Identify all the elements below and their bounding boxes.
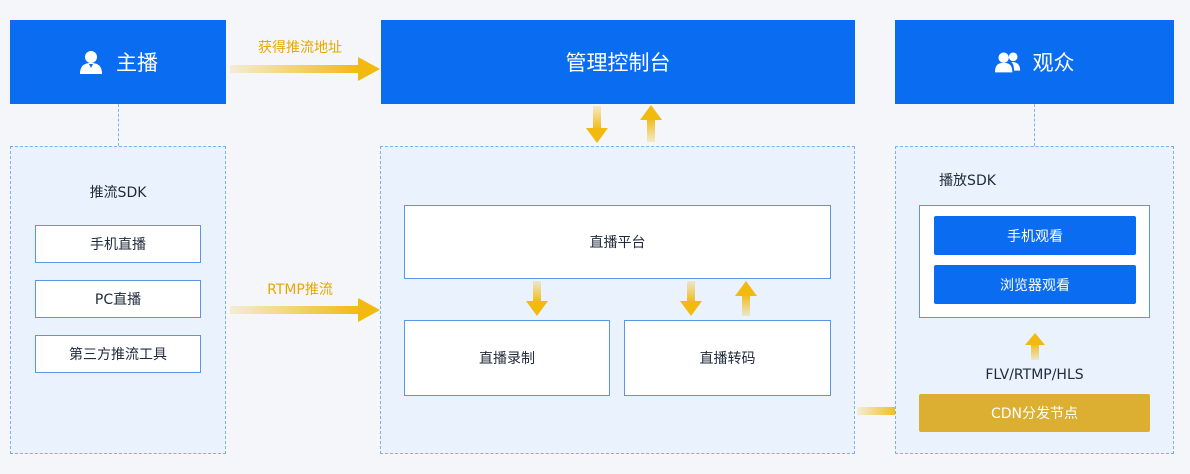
arrow-platform-to-record <box>526 281 548 317</box>
arrow-push-to-platform <box>230 297 382 323</box>
users-icon <box>994 50 1021 74</box>
arrow-console-up <box>640 104 662 142</box>
cdn-node-box: CDN分发节点 <box>919 394 1150 432</box>
push-sdk-title: 推流SDK <box>89 185 147 201</box>
protocols-label: FLV/RTMP/HLS <box>985 367 1084 383</box>
push-item-mobile: 手机直播 <box>35 225 201 263</box>
console-header: 管理控制台 <box>381 20 855 104</box>
live-platform-panel <box>380 146 855 454</box>
live-record-box: 直播录制 <box>404 320 610 396</box>
watch-browser-button: 浏览器观看 <box>934 265 1136 304</box>
arrow-console-down <box>586 106 608 144</box>
arrow-anchor-to-console <box>230 56 382 82</box>
live-platform-box: 直播平台 <box>404 205 831 279</box>
arrow-cdn-to-player <box>1025 332 1045 360</box>
console-header-label: 管理控制台 <box>565 51 671 75</box>
rtmp-push-label: RTMP推流 <box>267 282 333 298</box>
get-push-url-label: 获得推流地址 <box>258 40 342 56</box>
push-item-pc: PC直播 <box>35 280 201 318</box>
anchor-header: 主播 <box>10 20 226 104</box>
audience-header-label: 观众 <box>1032 51 1075 75</box>
watch-mobile-button: 手机观看 <box>934 216 1136 255</box>
live-transcode-box: 直播转码 <box>624 320 831 396</box>
arrow-transcode-to-platform <box>735 280 757 316</box>
arrow-platform-to-transcode <box>680 281 702 317</box>
connector-audience <box>1034 104 1035 146</box>
user-icon <box>78 50 104 74</box>
anchor-header-label: 主播 <box>116 51 158 75</box>
push-item-third-party: 第三方推流工具 <box>35 335 201 373</box>
play-sdk-title: 播放SDK <box>939 173 996 189</box>
connector-anchor <box>118 104 119 146</box>
audience-header: 观众 <box>895 20 1174 104</box>
